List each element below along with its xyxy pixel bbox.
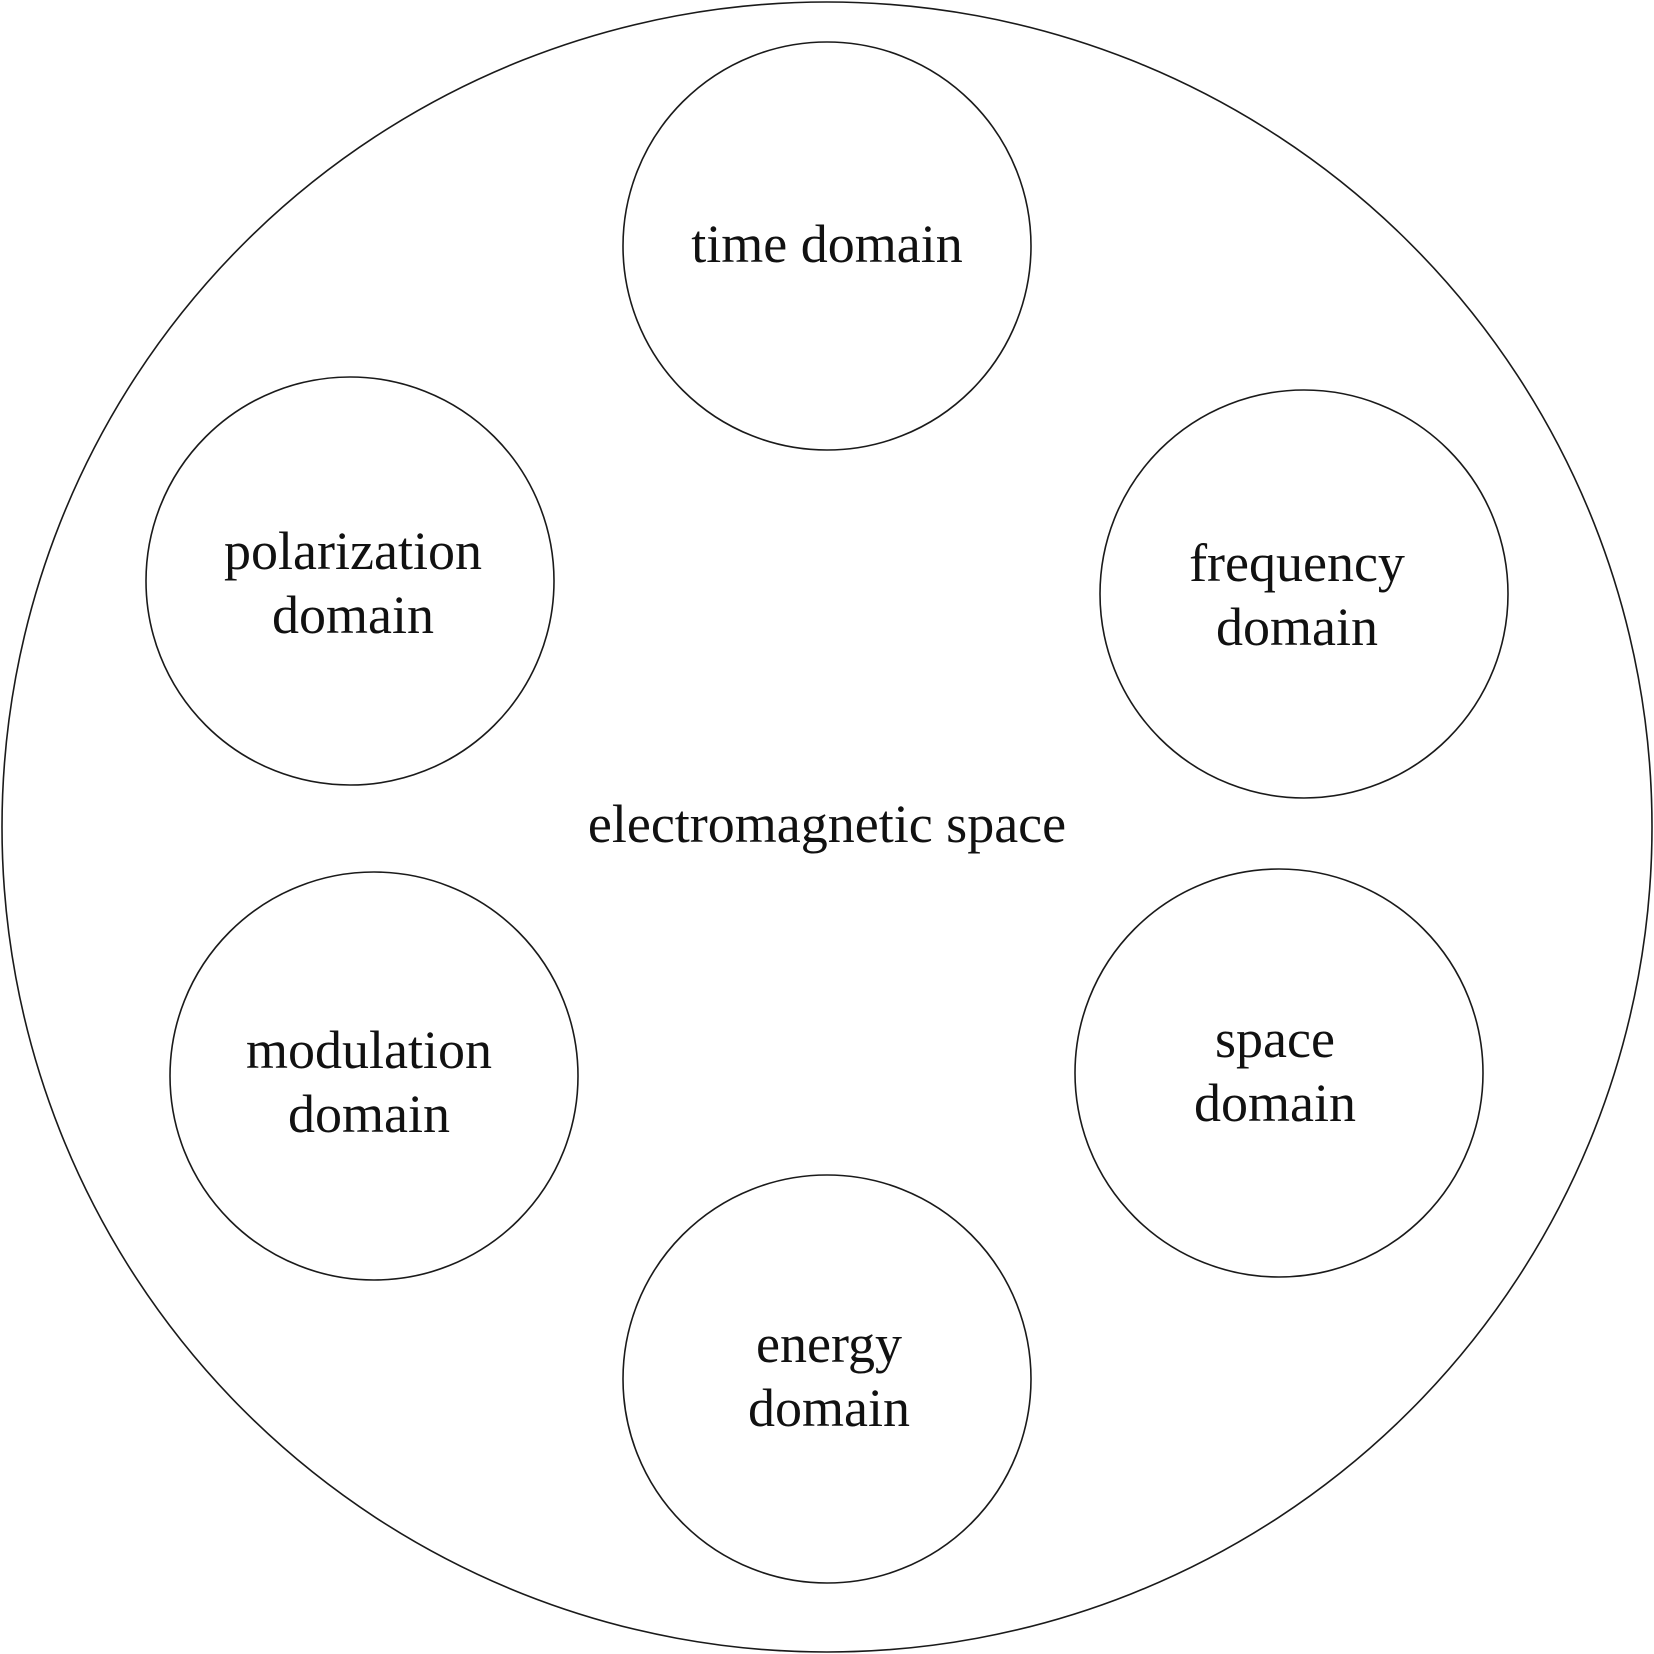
domain-circle bbox=[1099, 389, 1509, 799]
domain-circle bbox=[622, 1174, 1032, 1584]
domain-time: time domain bbox=[622, 41, 1032, 451]
domain-label-line-1: modulation bbox=[246, 1020, 492, 1080]
domain-circle bbox=[622, 41, 1032, 451]
domain-label-line-2: domain bbox=[1216, 597, 1378, 657]
domain-label-line-1: frequency bbox=[1189, 533, 1405, 593]
domain-energy: energy domain bbox=[622, 1174, 1032, 1584]
domain-label-line-2: domain bbox=[1194, 1073, 1356, 1133]
domain-space: space domain bbox=[1074, 868, 1484, 1278]
domain-label-line-2: domain bbox=[748, 1378, 910, 1438]
domain-label-line-1: energy bbox=[756, 1314, 902, 1374]
outer-label: electromagnetic space bbox=[588, 794, 1066, 854]
domain-label-line-2: domain bbox=[272, 585, 434, 645]
domain-circle bbox=[1074, 868, 1484, 1278]
domain-frequency: frequency domain bbox=[1099, 389, 1509, 799]
domain-circle bbox=[145, 376, 555, 786]
domain-label-line-1: polarization bbox=[224, 521, 482, 581]
domain-modulation: modulation domain bbox=[169, 871, 579, 1281]
domain-label: time domain bbox=[691, 214, 962, 274]
domain-label-line-1: space bbox=[1215, 1009, 1335, 1069]
domain-label-line-2: domain bbox=[288, 1084, 450, 1144]
domain-polarization: polarization domain bbox=[145, 376, 555, 786]
domain-circle bbox=[169, 871, 579, 1281]
